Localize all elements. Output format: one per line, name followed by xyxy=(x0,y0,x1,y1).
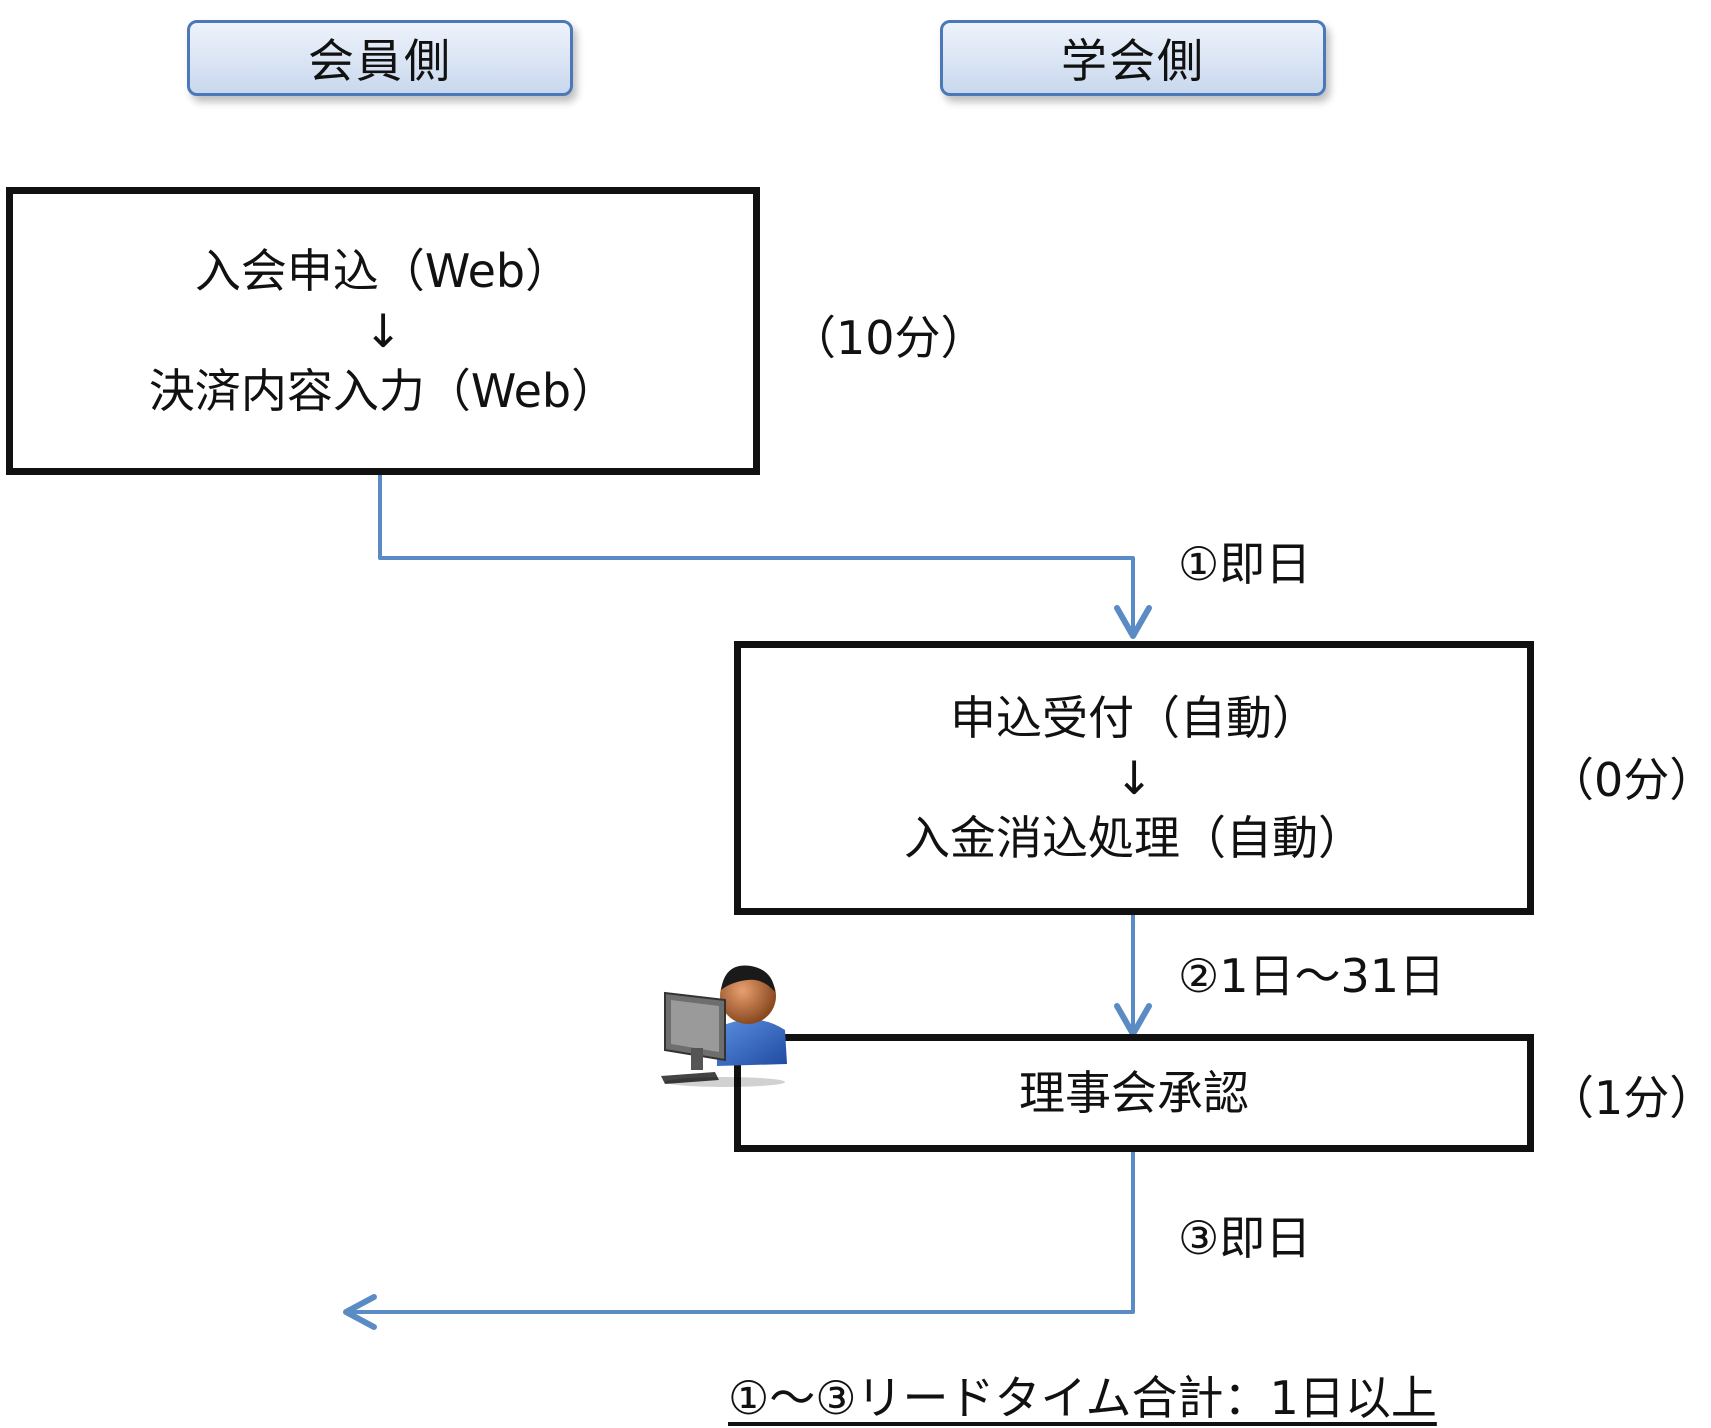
receipt-arrow: ↓ xyxy=(1114,751,1154,805)
receipt-line1: 申込受付（自動） xyxy=(950,691,1318,745)
process-box-receipt: 申込受付（自動） ↓ 入金消込処理（自動） xyxy=(734,641,1534,915)
lane-header-member: 会員側 xyxy=(187,20,573,96)
approval-line1: 理事会承認 xyxy=(1019,1066,1249,1120)
lead-time-summary: ①～③リードタイム合計：1日以上 xyxy=(728,1371,1437,1425)
step3-label: ③即日 xyxy=(1178,1211,1312,1265)
duration-receipt: （0分） xyxy=(1548,753,1711,807)
connector-arrowhead-1 xyxy=(1114,605,1152,639)
connector-approval-to-member xyxy=(346,1146,1135,1314)
step2-label: ②1日～31日 xyxy=(1178,949,1446,1003)
application-line2: 決済内容入力（Web） xyxy=(148,364,618,418)
receipt-line2: 入金消込処理（自動） xyxy=(904,811,1364,865)
step1-label: ①即日 xyxy=(1178,537,1312,591)
lane-header-society-label: 学会側 xyxy=(1061,34,1205,88)
duration-application: （10分） xyxy=(790,311,987,365)
process-box-application: 入会申込（Web） ↓ 決済内容入力（Web） xyxy=(6,187,760,475)
application-line1: 入会申込（Web） xyxy=(194,244,572,298)
lane-header-member-label: 会員側 xyxy=(308,34,452,88)
lane-header-society: 学会側 xyxy=(940,20,1326,96)
connector-arrowhead-3 xyxy=(343,1294,377,1330)
connector-application-to-receipt xyxy=(378,466,1135,634)
duration-approval: （1分） xyxy=(1548,1071,1711,1125)
person-computer-icon xyxy=(661,965,787,1087)
application-arrow: ↓ xyxy=(363,304,403,358)
process-box-approval: 理事会承認 xyxy=(734,1034,1534,1152)
